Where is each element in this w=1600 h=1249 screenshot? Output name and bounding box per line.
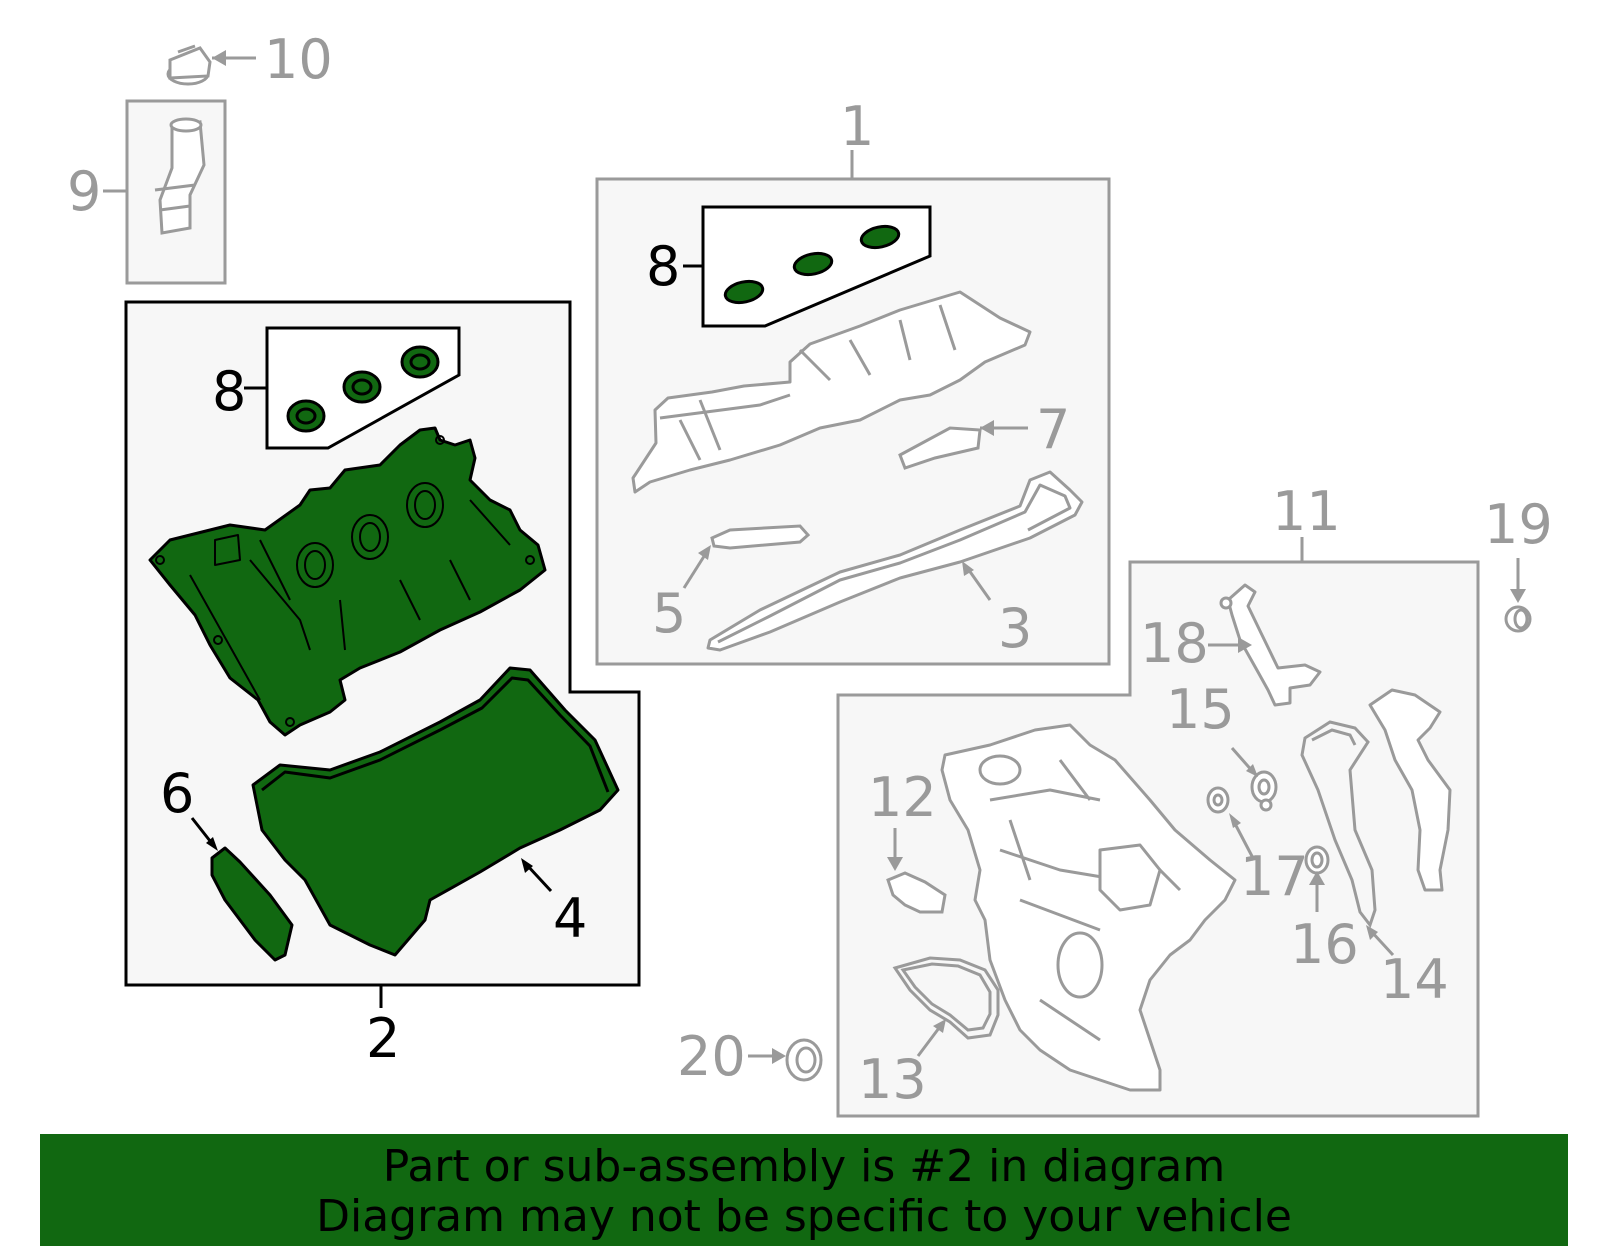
gasket-13-part — [892, 956, 1000, 1040]
callout-13: 13 — [858, 1048, 927, 1111]
gasket-14-part — [1300, 720, 1377, 929]
callout-10: 10 — [264, 28, 333, 91]
gasket-outer-part — [1368, 688, 1452, 892]
callout-6: 6 — [160, 762, 194, 825]
info-banner: Part or sub-assembly is #2 in diagram Di… — [40, 1134, 1568, 1246]
callout-9: 9 — [67, 160, 101, 223]
pcv-tube-part — [154, 117, 206, 235]
callout-1: 1 — [840, 95, 874, 158]
callout-16: 16 — [1290, 913, 1359, 976]
seal-16-part — [1304, 845, 1330, 875]
oil-cap-part — [166, 44, 212, 86]
callout-20: 20 — [677, 1025, 746, 1088]
callout-3: 3 — [998, 597, 1032, 660]
callout-7: 7 — [1036, 398, 1070, 461]
seals-left — [286, 345, 440, 433]
timing-cover-part — [940, 723, 1237, 1092]
tube-18-part — [1219, 583, 1322, 707]
seal-15-part — [1250, 770, 1278, 812]
callout-2: 2 — [366, 1007, 400, 1070]
gasket-6-part — [210, 846, 294, 962]
seal-19-part — [1504, 605, 1532, 633]
bracket-7-part — [898, 426, 982, 470]
callout-5: 5 — [652, 582, 686, 645]
banner-line-1: Part or sub-assembly is #2 in diagram — [382, 1141, 1226, 1192]
callout-12: 12 — [868, 766, 937, 829]
callout-14: 14 — [1380, 948, 1449, 1011]
callout-15: 15 — [1166, 678, 1235, 741]
callout-8-left: 8 — [212, 360, 246, 423]
seals-right — [723, 224, 901, 305]
seal-17-part — [1206, 786, 1230, 814]
callout-19: 19 — [1484, 493, 1553, 556]
callout-18: 18 — [1140, 612, 1209, 675]
gasket-3-part — [706, 470, 1084, 652]
gasket-4-part — [251, 666, 620, 957]
callout-11: 11 — [1272, 480, 1341, 543]
callout-17: 17 — [1240, 845, 1309, 908]
seal-20-part — [785, 1038, 823, 1082]
gasket-12-part — [886, 871, 947, 914]
valve-cover-right-part — [631, 290, 1032, 494]
banner-line-2: Diagram may not be specific to your vehi… — [316, 1191, 1292, 1242]
gasket-5-part — [710, 524, 811, 550]
valve-cover-part — [148, 426, 547, 737]
callout-4: 4 — [553, 887, 587, 950]
callout-8-right: 8 — [646, 235, 680, 298]
